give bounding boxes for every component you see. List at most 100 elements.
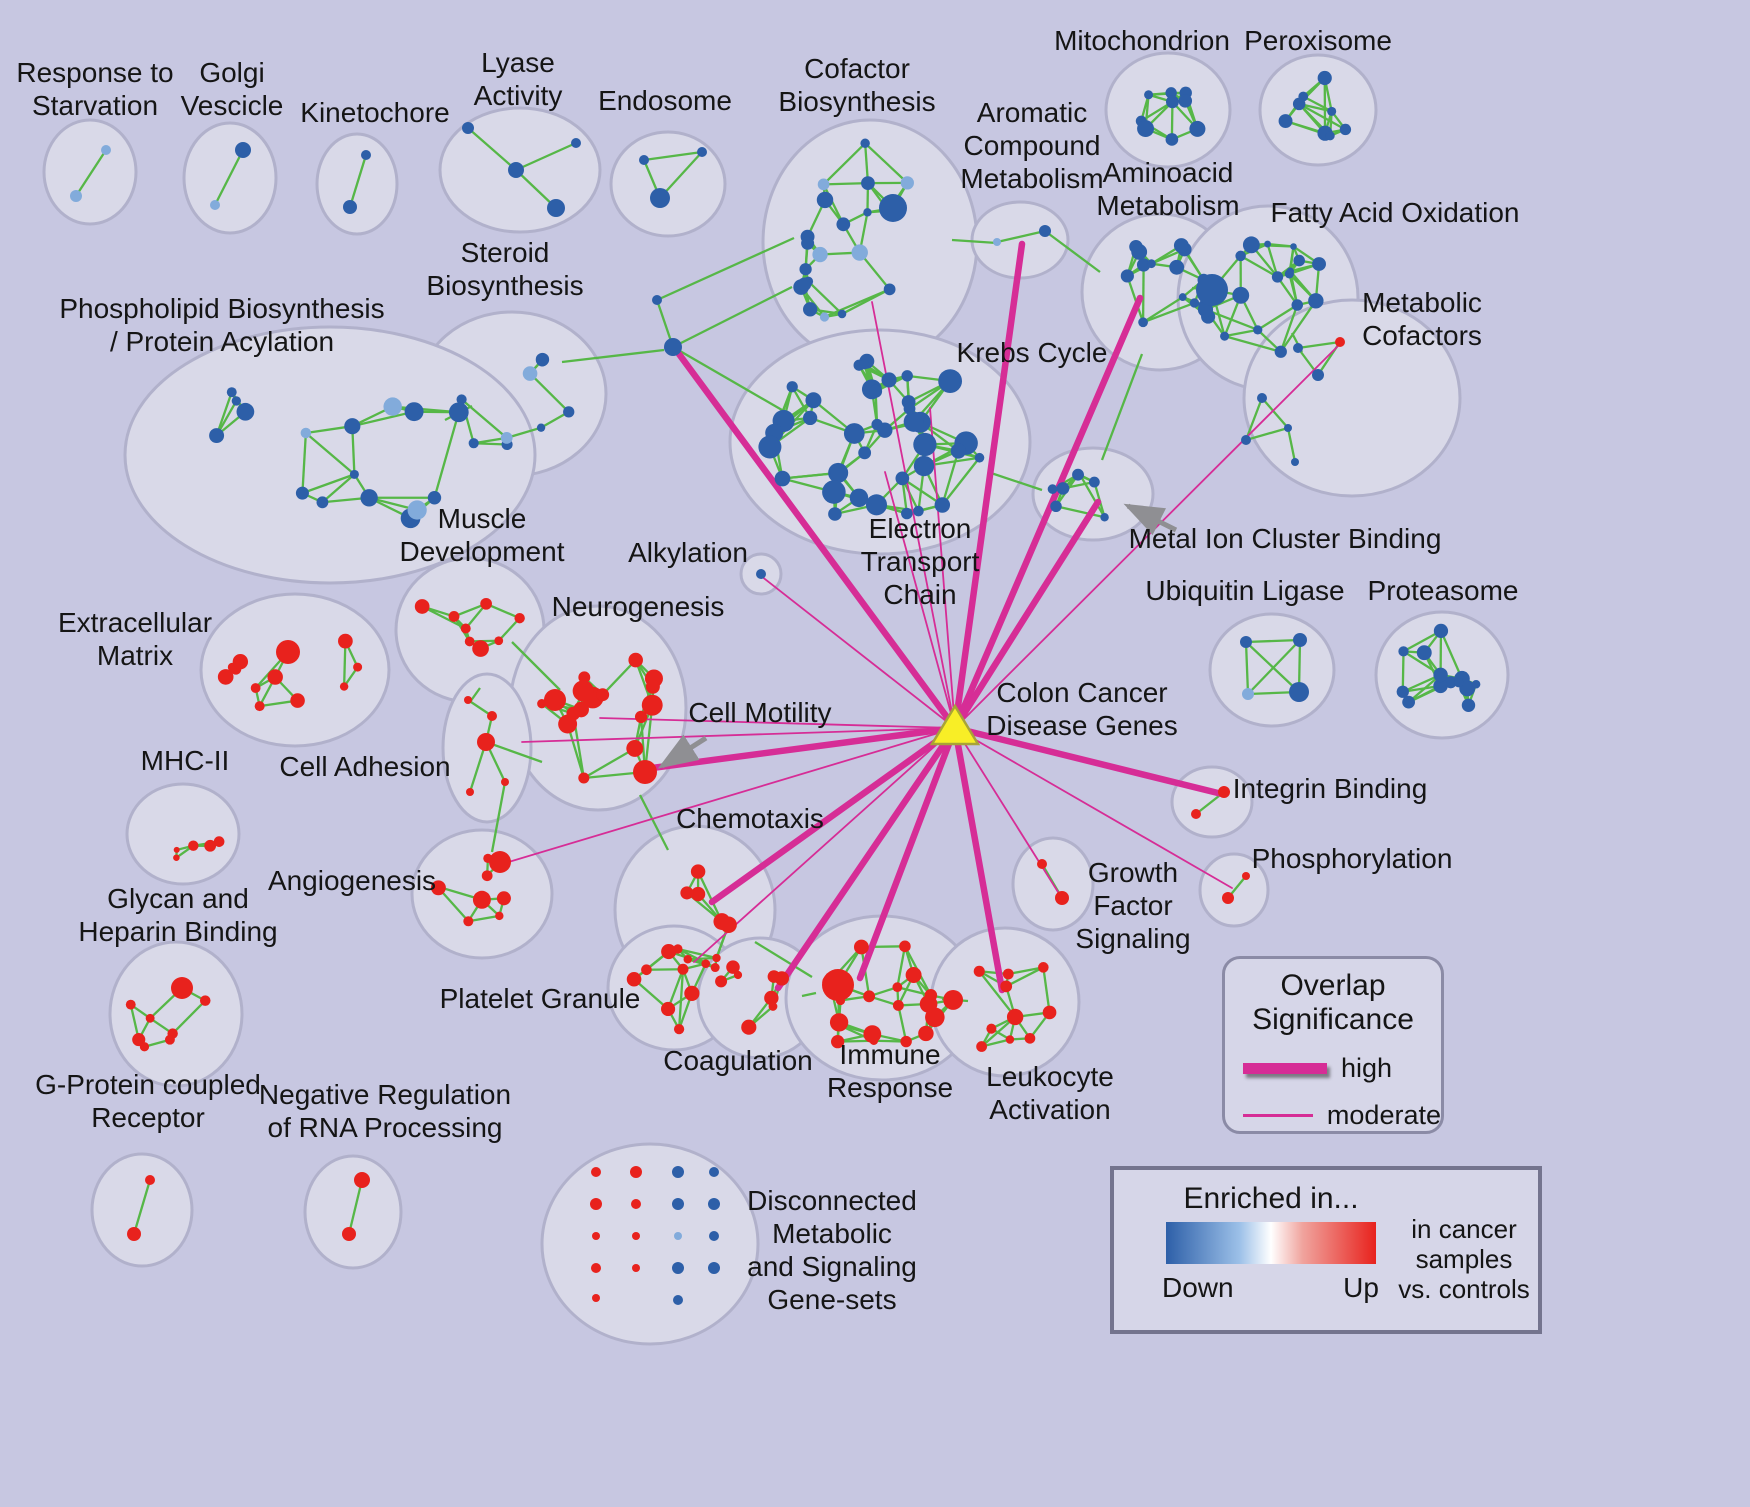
node [427,491,442,505]
node [673,1024,685,1035]
edge [1141,264,1145,323]
node [822,969,854,1001]
node [626,971,642,987]
node [494,636,504,646]
node [1335,337,1345,347]
node [464,696,472,704]
edge [1205,308,1259,331]
label: Krebs Cycle [957,337,1108,368]
edge [171,999,207,1035]
node [863,1025,882,1043]
node [1189,120,1206,137]
node [1038,962,1049,973]
node [1433,678,1448,694]
edge [529,372,570,413]
edge [305,432,356,476]
cluster-peroxisome [1258,53,1378,167]
node [905,967,922,984]
edge [996,229,1046,244]
node [1000,980,1013,993]
label: Neurogenesis [552,591,725,622]
edge [1126,275,1145,323]
node [1147,259,1156,269]
node [407,500,427,520]
legend-overlap-significance: Overlap Significance high moderate [1222,956,1444,1134]
node [578,772,590,784]
edge [1266,243,1279,278]
legend-enrichment: Enriched in... Down Up in cancer samples… [1110,1166,1542,1334]
node [430,880,446,896]
enrichment-note: in cancer samples vs. controls [1386,1214,1542,1304]
node [712,953,721,963]
node [1293,343,1303,353]
node [383,397,402,416]
node [1396,685,1409,698]
bridge-edge [485,740,543,764]
node [720,916,737,934]
node [697,147,707,157]
node [477,733,495,751]
edge [677,947,717,960]
node [726,960,740,974]
node [639,155,649,165]
node [1402,695,1415,709]
node [892,999,904,1011]
node [934,497,951,513]
node [819,312,830,322]
edge [1261,397,1289,429]
significance-link-high [951,240,1026,732]
bridge-edge [656,236,795,302]
significance-link-moderate [871,301,956,729]
node [768,1002,778,1011]
node [803,302,818,317]
cluster-glycan-and-heparin-binding [108,940,244,1088]
cluster-endosome [609,130,727,238]
node [235,142,251,158]
node [1293,254,1305,267]
edge [1247,639,1301,695]
cluster-negative-regulation-of-rna-processing [303,1154,403,1270]
node [1222,892,1234,904]
node [571,138,581,148]
node [974,452,985,463]
node [701,959,711,969]
edge [433,411,460,499]
node [690,886,706,902]
edge [321,473,356,504]
edge [896,946,907,988]
node [472,640,489,657]
node [943,990,964,1010]
node [672,1262,684,1274]
node [812,246,828,263]
high-significance-line-swatch [1243,1063,1327,1074]
node [1178,293,1187,301]
label: Cell Adhesion [279,751,450,782]
node [1284,424,1292,432]
node [232,654,249,670]
node [1327,106,1337,116]
bridge-edge [1100,353,1144,461]
edge [1439,630,1464,680]
cluster-mitochondrion [1104,51,1232,169]
node [1240,636,1252,648]
pointer-arrow [657,734,708,769]
node [861,176,875,191]
node [709,1231,719,1241]
node [680,886,694,900]
node [661,943,677,960]
bridge-edge [754,941,813,978]
node [973,965,985,977]
node [145,1175,155,1185]
legend-significance-title: Overlap Significance [1225,969,1441,1037]
significance-link-moderate [599,717,956,729]
edge [1055,505,1105,519]
node [1271,271,1284,283]
edge [392,405,459,414]
edge [583,747,636,779]
node [1039,225,1051,237]
node [339,682,349,691]
